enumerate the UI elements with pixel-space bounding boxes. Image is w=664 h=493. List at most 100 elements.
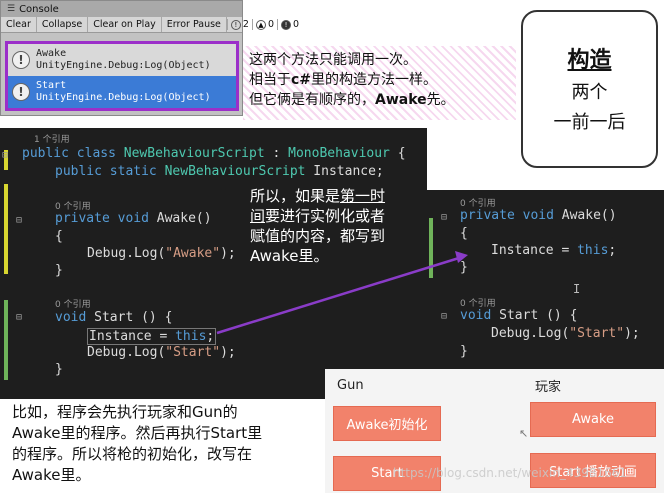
token: MonoBehaviour — [288, 146, 390, 161]
token: void — [117, 211, 149, 226]
token: Debug.Log( — [87, 246, 166, 261]
code-line: public static NewBehaviourScript Instanc… — [55, 164, 384, 179]
text: 相当于 — [249, 72, 291, 88]
log-stacktrace: UnityEngine.Debug:Log(Object) — [36, 60, 211, 71]
token: Instance = — [491, 243, 578, 258]
code-line: public class NewBehaviourScript : MonoBe… — [22, 146, 406, 161]
code-line: Instance = this; — [491, 243, 616, 258]
token: Start () { — [86, 310, 173, 325]
fold-icon[interactable]: ⊟ — [16, 215, 23, 226]
code-line-selected: Instance = this; — [87, 328, 217, 345]
info-count-toggle[interactable]: ▲ 0 — [251, 19, 277, 30]
codelens-ref: 0 个引用 — [460, 199, 496, 209]
fold-icon[interactable]: ⊟ — [2, 150, 9, 161]
token: ; — [206, 329, 215, 344]
codelens-ref: 1 个引用 — [34, 135, 70, 145]
text: Gun — [192, 403, 223, 421]
alert-triangle-icon: ▲ — [255, 19, 266, 30]
text: 要进行实例化或者赋值的内容，都写到 — [250, 207, 386, 245]
code-line: } — [460, 344, 468, 359]
text: 里的构造方法一样。 — [311, 72, 438, 88]
annotation-top: 这两个方法只能调用一次。 相当于c#里的构造方法一样。 但它俩是有顺序的，Awa… — [243, 46, 516, 120]
text: 里的程序。然后再执行 — [60, 424, 211, 442]
change-marker — [4, 184, 8, 274]
log-entry-start[interactable]: ! Start UnityEngine.Debug:Log(Object) — [8, 76, 236, 108]
annotation-middle: 所以，如果是第一时间要进行实例化或者赋值的内容，都写到Awake里。 — [250, 186, 392, 266]
gun-start-button[interactable]: Start — [333, 456, 441, 491]
player-awake-button[interactable]: Awake — [530, 402, 656, 437]
change-marker — [4, 150, 8, 170]
warning-count-toggle[interactable]: ! 2 — [226, 19, 252, 30]
token: class — [76, 146, 116, 161]
constructor-callout: 构造 两个 一前一后 — [521, 10, 658, 168]
code-line: Debug.Log("Start"); — [87, 345, 236, 360]
console-title-bar: ☰ Console — [1, 1, 242, 17]
clear-button[interactable]: Clear — [1, 17, 37, 32]
token: Awake() — [553, 208, 617, 223]
codelens-ref: 0 个引用 — [55, 202, 91, 212]
gun-awake-button[interactable]: Awake初始化 — [333, 406, 441, 441]
error-pause-button[interactable]: Error Pause — [162, 17, 227, 32]
annotation-bottom: 比如，程序会先执行玩家和Gun的 Awake里的程序。然后再执行Start里 的… — [12, 402, 318, 486]
text: 的 — [222, 403, 238, 421]
text: 的程序。所以将枪的初始化，改写在 — [12, 445, 253, 463]
token: Awake() — [148, 211, 212, 226]
code-line: Debug.Log("Awake"); — [87, 246, 236, 261]
fold-icon[interactable]: ⊟ — [441, 212, 448, 223]
text: c# — [291, 72, 312, 88]
warning-count: 2 — [242, 19, 249, 30]
token: Start () { — [491, 308, 578, 323]
error-icon: ! — [280, 19, 291, 30]
annotation-line: 但它俩是有顺序的，Awake先。 — [249, 90, 510, 110]
log-entry-awake[interactable]: ! Awake UnityEngine.Debug:Log(Object) — [8, 44, 236, 76]
fold-icon[interactable]: ⊟ — [16, 312, 23, 323]
text: Start — [210, 424, 248, 442]
token: { — [389, 146, 406, 161]
collapse-button[interactable]: Collapse — [37, 17, 89, 32]
log-info-icon: ! — [12, 51, 30, 69]
console-list-icon: ☰ — [7, 4, 16, 14]
token: this — [577, 243, 609, 258]
text: 里。 — [298, 247, 329, 265]
change-marker — [4, 300, 8, 380]
token: void — [55, 310, 87, 325]
token: void — [522, 208, 554, 223]
annotation-line: 相当于c#里的构造方法一样。 — [249, 70, 510, 90]
callout-line: 一前一后 — [553, 112, 626, 133]
text-cursor-icon: I — [573, 282, 581, 296]
clear-on-play-button[interactable]: Clear on Play — [88, 17, 162, 32]
log-message: Start — [36, 80, 67, 91]
token: private — [55, 211, 110, 226]
code-line: } — [460, 260, 468, 275]
player-start-button[interactable]: Start 播放动画 — [530, 453, 656, 488]
token: ); — [220, 345, 236, 360]
code-line: Debug.Log("Start"); — [491, 326, 640, 341]
token: this — [175, 329, 207, 344]
code-line: void Start () { — [460, 308, 577, 323]
text: 先。 — [426, 92, 455, 108]
text: 比如，程序会先执行玩家和 — [12, 403, 193, 421]
log-highlight-frame: ! Awake UnityEngine.Debug:Log(Object) ! … — [5, 41, 239, 111]
log-message: Awake — [36, 48, 67, 59]
token: "Start" — [569, 326, 625, 341]
flow-demo-panel: Gun 玩家 Awake初始化 Awake ↖ Start Start 播放动画 — [325, 369, 664, 493]
error-count-toggle[interactable]: ! 0 — [276, 19, 302, 30]
log-info-icon: ! — [12, 83, 30, 101]
token: static — [109, 164, 157, 179]
log-stacktrace: UnityEngine.Debug:Log(Object) — [36, 92, 211, 103]
token: ; — [608, 243, 617, 258]
gun-header: Gun — [337, 378, 364, 393]
code-line: void Start () { — [55, 310, 172, 325]
token: : — [264, 146, 289, 161]
token: Instance; — [305, 164, 384, 179]
token: ); — [220, 246, 236, 261]
change-marker — [429, 218, 433, 278]
text: 里。 — [60, 466, 91, 484]
code-editor-zoom: ⊟ ⊟ 0 个引用 private void Awake() { Instanc… — [427, 190, 664, 370]
token: NewBehaviourScript — [123, 146, 265, 161]
text: Awake — [12, 424, 61, 442]
watermark: https://blog.csdn.net/weixin_43981661 — [393, 466, 628, 480]
text: Awake — [12, 466, 61, 484]
fold-icon[interactable]: ⊟ — [441, 311, 448, 322]
code-line: { — [460, 226, 468, 241]
